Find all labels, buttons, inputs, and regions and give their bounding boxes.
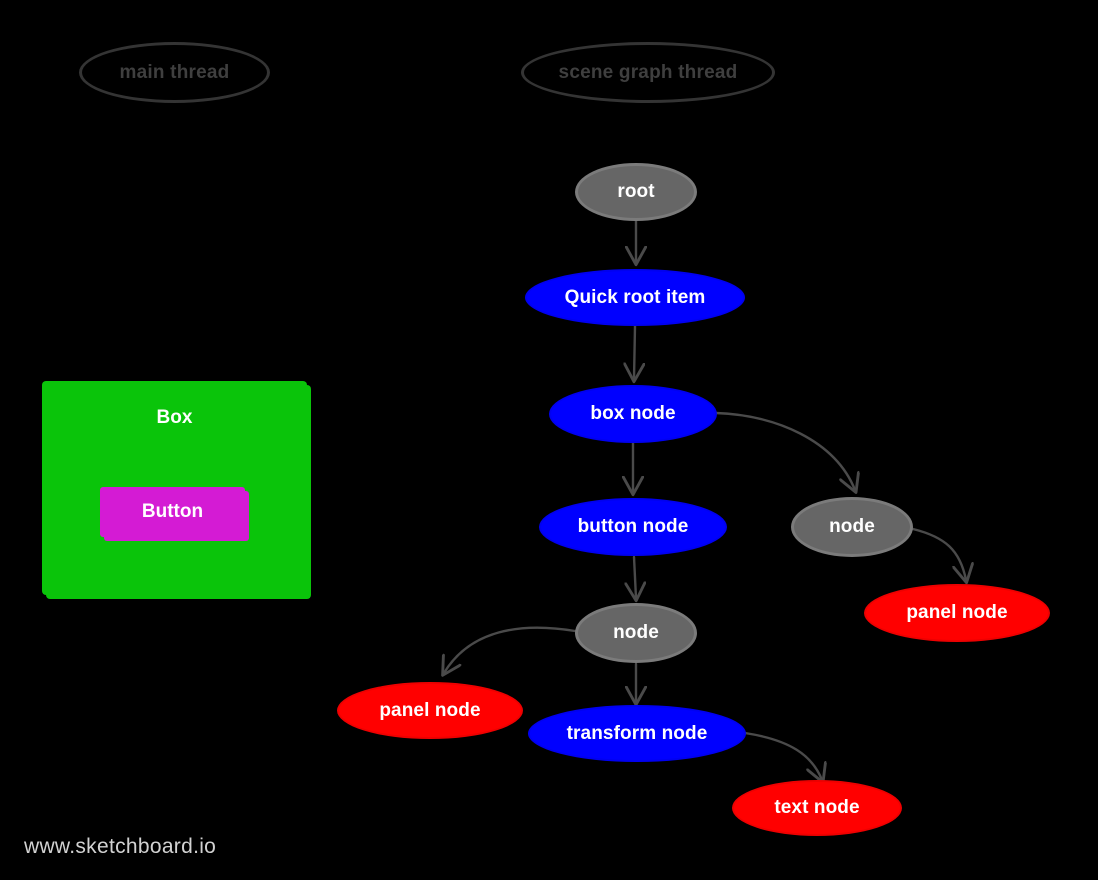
node-node-right-label: node — [829, 516, 875, 537]
node-node-center[interactable]: node — [575, 603, 697, 663]
node-panel-node-left[interactable]: panel node — [337, 682, 523, 739]
node-panel-node-left-label: panel node — [379, 699, 481, 721]
node-box-node[interactable]: box node — [549, 385, 717, 443]
widget-button[interactable]: Button — [100, 487, 245, 537]
node-panel-node-right-label: panel node — [906, 602, 1008, 623]
node-button-node[interactable]: button node — [539, 498, 727, 556]
node-quick-root-item-label: Quick root item — [564, 286, 706, 308]
node-node-center-label: node — [613, 622, 659, 643]
node-button-node-label: button node — [577, 516, 689, 537]
thread-label-main-thread-text: main thread — [119, 61, 230, 83]
edge-transform-node-to-text-node — [743, 731, 822, 780]
node-box-node-label: box node — [590, 403, 676, 424]
edge-node-right-to-panel-node-right — [911, 527, 966, 580]
thread-label-scene-graph-thread-text: scene graph thread — [558, 61, 738, 83]
node-node-right[interactable]: node — [791, 497, 913, 557]
thread-label-main-thread: main thread — [79, 42, 270, 103]
node-panel-node-right[interactable]: panel node — [864, 584, 1050, 642]
edge-box-node-to-node-right — [714, 411, 855, 490]
thread-label-scene-graph-thread: scene graph thread — [521, 42, 775, 103]
edge-node-center-to-panel-node-left — [444, 626, 577, 673]
node-transform-node[interactable]: transform node — [528, 705, 746, 762]
node-root-label: root — [617, 181, 655, 202]
widget-box: Box Button — [42, 381, 307, 595]
widget-box-title: Box — [156, 407, 193, 428]
node-quick-root-item[interactable]: Quick root item — [525, 269, 745, 326]
edge-quick-root-item-to-box-node — [634, 324, 635, 379]
edge-button-node-to-node-center — [634, 555, 636, 598]
node-root[interactable]: root — [575, 163, 697, 221]
node-transform-node-label: transform node — [566, 722, 708, 744]
node-text-node[interactable]: text node — [732, 780, 902, 836]
node-text-node-label: text node — [774, 797, 860, 818]
watermark: www.sketchboard.io — [24, 835, 217, 858]
